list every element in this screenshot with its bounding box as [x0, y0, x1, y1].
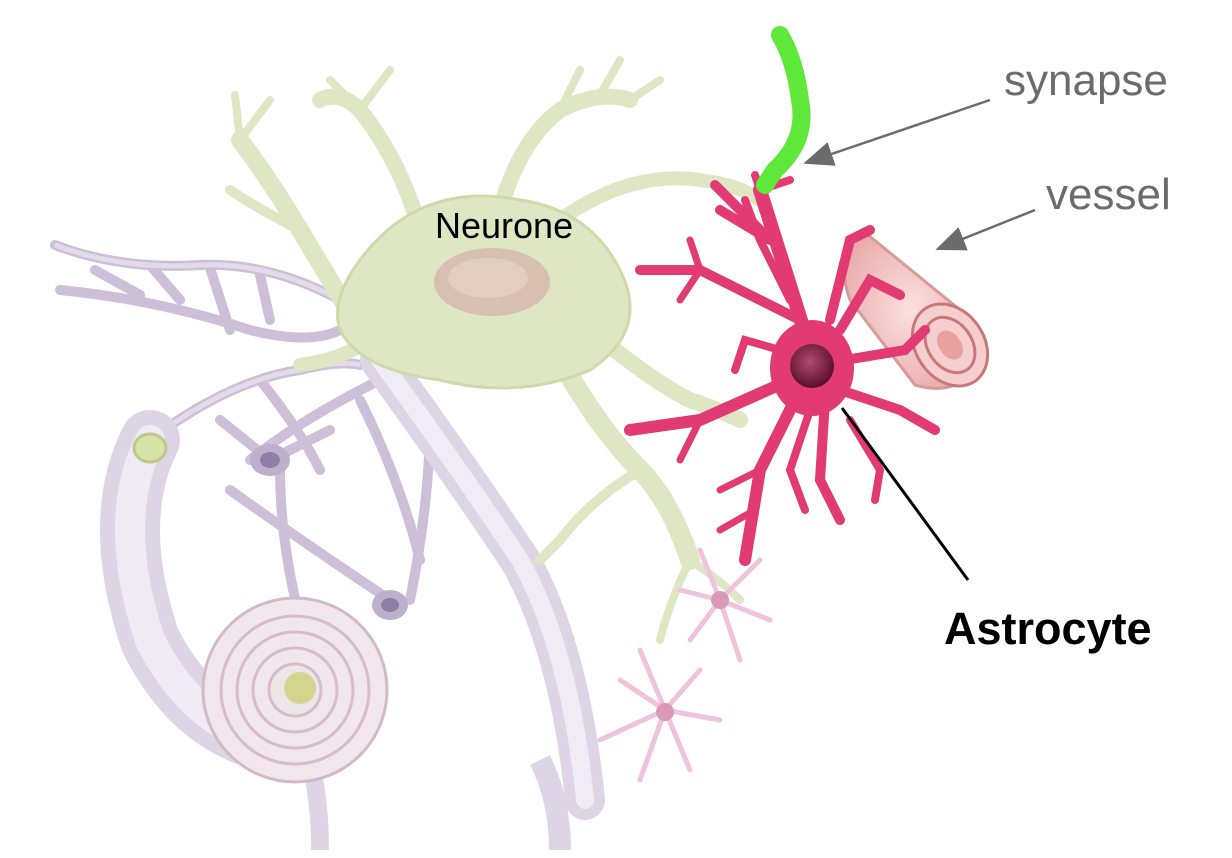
astrocyte-nucleus: [790, 344, 834, 388]
synapse-label: synapse: [1004, 56, 1168, 105]
synapse-pointer-arrow: [803, 98, 991, 166]
astrocyte-label: Astrocyte: [944, 603, 1152, 654]
vessel-pointer-arrow: [935, 208, 1036, 251]
small-astrocytes: [597, 547, 773, 783]
synapse-terminal: [756, 26, 811, 194]
myelin-sheath: [201, 596, 389, 784]
vessel-label: vessel: [1046, 170, 1171, 219]
blood-vessel: [843, 227, 990, 390]
astrocyte-pointer-line: [840, 407, 970, 581]
neurone-label: Neurone: [435, 205, 574, 246]
neurone-cell: [225, 56, 767, 644]
